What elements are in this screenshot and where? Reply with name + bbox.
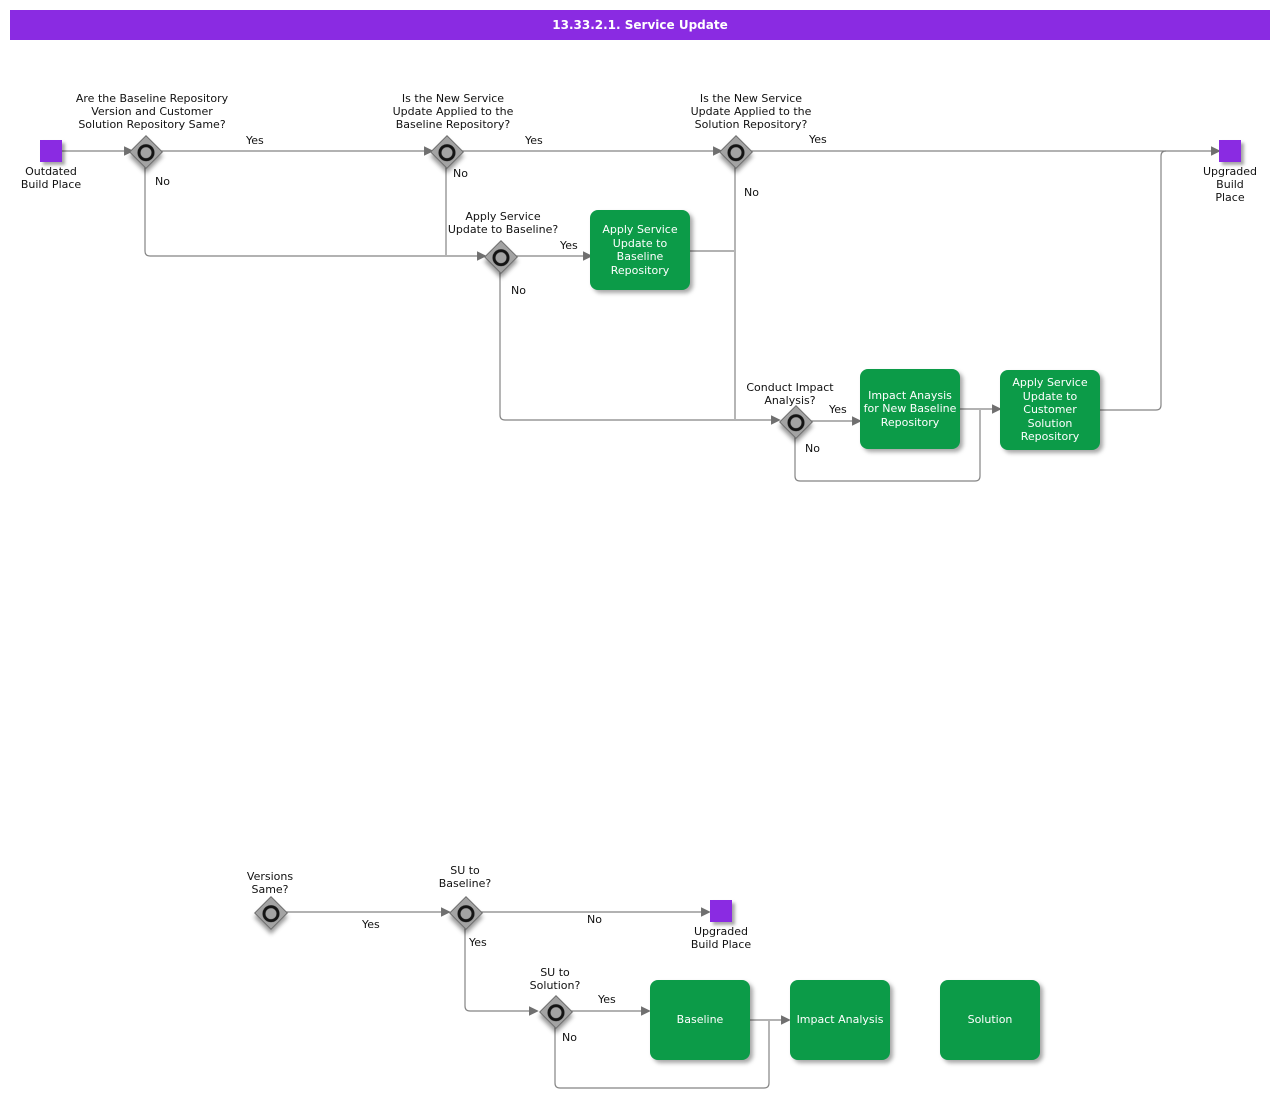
gateway-ring-icon [258,900,284,926]
decision-baseline-customer-same-label: Are the Baseline Repository Version and … [75,92,229,131]
edge-label-d1-yes: Yes [246,134,264,147]
task-apply-su-baseline-repository[interactable]: Apply Service Update to Baseline Reposit… [590,210,690,290]
edge-label-d6-yes: Yes [362,918,380,931]
edge-label-d3-no: No [744,186,759,199]
gateway-ring-icon [723,139,749,165]
task-impact-analysis[interactable]: Impact Analysis [790,980,890,1060]
task-apply-su-customer-solution[interactable]: Apply Service Update to Customer Solutio… [1000,370,1100,450]
event-upgraded-build-place-bottom [710,900,732,922]
edge-label-d2-yes: Yes [525,134,543,147]
decision-su-to-baseline-icon [449,896,483,930]
gateway-ring-icon [543,999,569,1025]
title-bar: 13.33.2.1. Service Update [10,10,1270,40]
event-upgraded-build-place-top [1219,140,1241,162]
task-baseline[interactable]: Baseline [650,980,750,1060]
decision-versions-same-label: Versions Same? [246,870,294,896]
event-upgraded-top-label: Upgraded Build Place [1202,165,1258,204]
edge-label-d5-yes: Yes [829,403,847,416]
decision-su-applied-baseline-icon [430,135,464,169]
edge-label-d8-yes: Yes [598,993,616,1006]
edge-label-d5-no: No [805,442,820,455]
event-outdated-build-place [40,140,62,162]
page-title: 13.33.2.1. Service Update [552,18,728,32]
decision-versions-same-icon [254,896,288,930]
gateway-ring-icon [434,139,460,165]
edge-label-d7-yes: Yes [469,936,487,949]
decision-su-to-solution-icon [539,995,573,1029]
edge-label-d3-yes: Yes [809,133,827,146]
decision-apply-su-baseline-icon [484,240,518,274]
task-solution[interactable]: Solution [940,980,1040,1060]
decision-conduct-impact-label: Conduct Impact Analysis? [746,381,834,407]
edge-label-d1-no: No [155,175,170,188]
event-outdated-label: Outdated Build Place [20,165,82,191]
edge-label-d2-no: No [453,167,468,180]
edge-taskC-to-upgraded [1100,150,1167,411]
decision-conduct-impact-icon [779,405,813,439]
edge-label-d4-yes: Yes [560,239,578,252]
task-impact-analysis-new-baseline[interactable]: Impact Anaysis for New Baseline Reposito… [860,369,960,449]
decision-su-applied-baseline-label: Is the New Service Update Applied to the… [392,92,514,131]
decision-baseline-customer-same-icon [129,135,163,169]
decision-su-to-solution-label: SU to Solution? [529,966,581,992]
decision-su-applied-solution-icon [719,135,753,169]
event-upgraded-bottom-label: Upgraded Build Place [690,925,752,951]
decision-apply-su-baseline-label: Apply Service Update to Baseline? [447,210,559,236]
edge-label-d4-no: No [511,284,526,297]
edge-d1-no [144,167,487,261]
gateway-ring-icon [453,900,479,926]
edge-label-d8-no: No [562,1031,577,1044]
gateway-ring-icon [783,409,809,435]
gateway-ring-icon [133,139,159,165]
edge-label-d7-no: No [587,913,602,926]
edge-d4-no [499,272,781,425]
decision-su-applied-solution-label: Is the New Service Update Applied to the… [690,92,812,131]
decision-su-to-baseline-label: SU to Baseline? [438,864,492,890]
gateway-ring-icon [488,244,514,270]
